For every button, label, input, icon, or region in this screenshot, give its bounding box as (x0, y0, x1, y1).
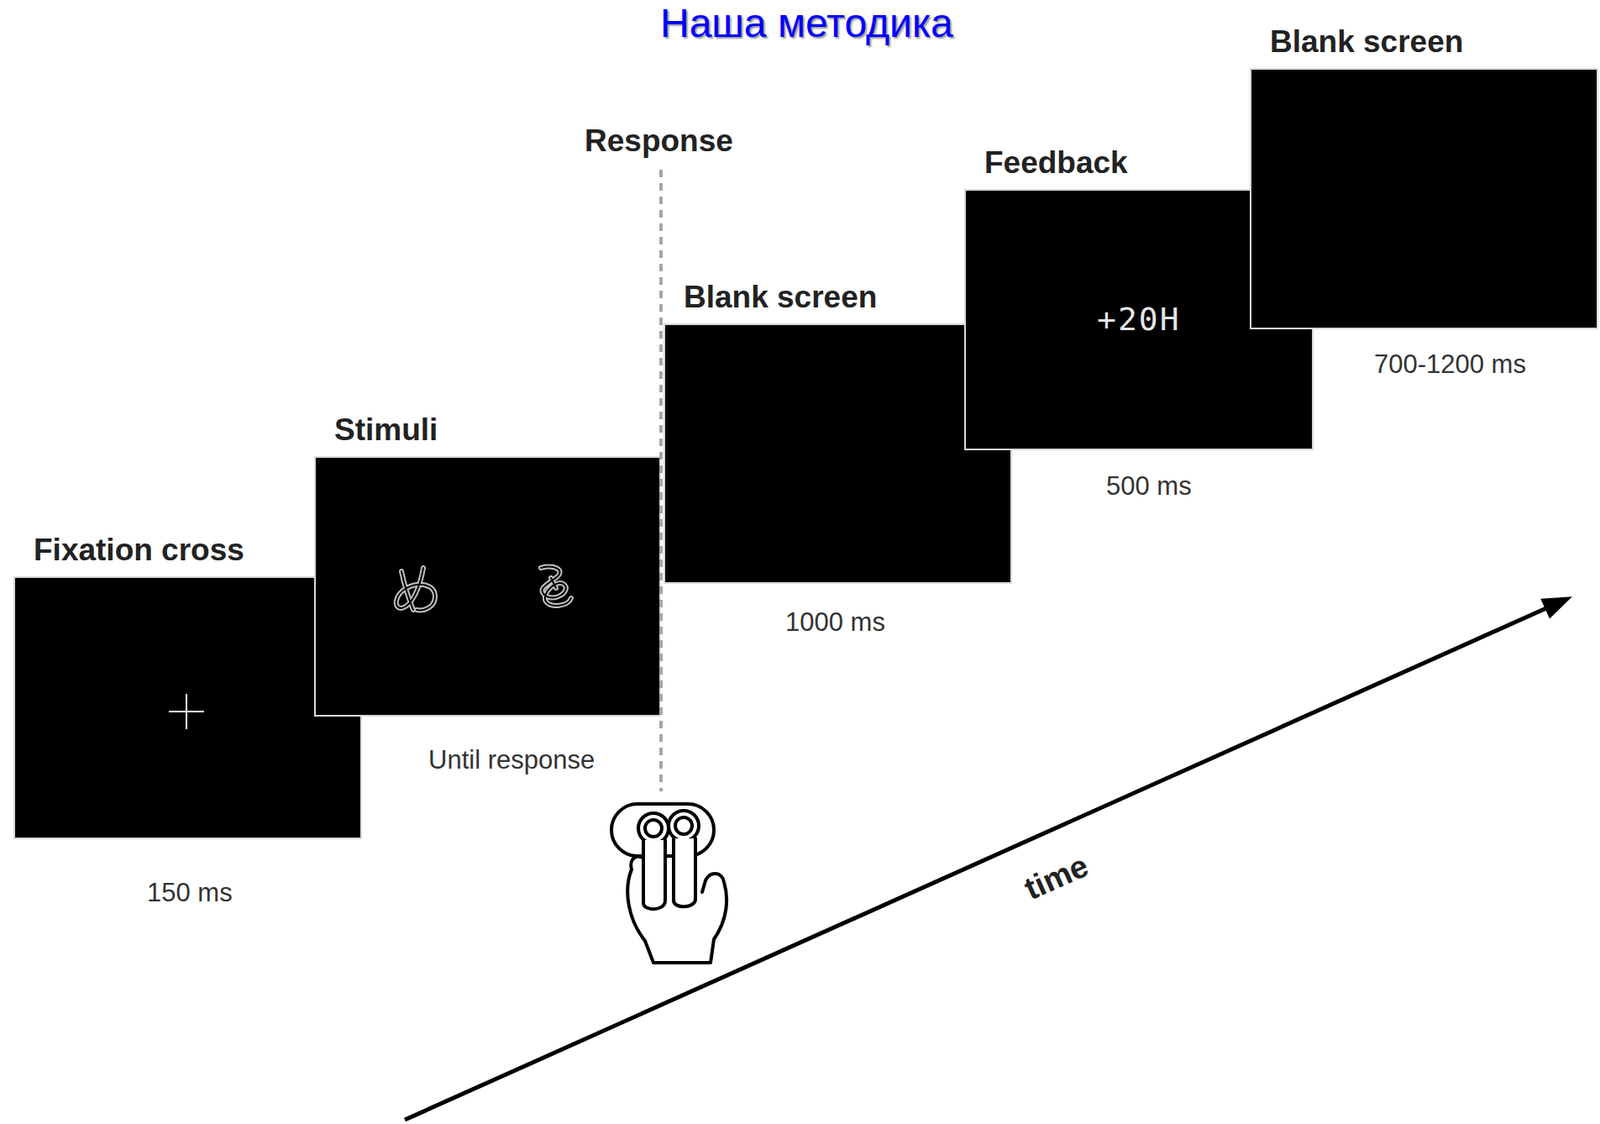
screen-heading: Feedback (984, 146, 1128, 181)
screen-heading: Fixation cross (33, 533, 245, 568)
hand-icon (611, 803, 727, 963)
duration-label: Until response (428, 745, 595, 775)
screen-heading: Blank screen (683, 280, 877, 315)
stimulus-screen: StimuliUntil response (314, 456, 661, 717)
time-arrowhead (1542, 598, 1570, 617)
event-label: Response (584, 124, 734, 159)
fixation-screen: Fixation cross150 ms (13, 576, 362, 840)
duration-label: 1000 ms (785, 608, 886, 637)
page-title: Наша методика (660, 1, 954, 47)
screen-heading: Stimuli (334, 413, 438, 448)
duration-label: 500 ms (1106, 472, 1192, 501)
screen-heading: Blank screen (1269, 25, 1464, 60)
duration-label: 150 ms (146, 878, 233, 908)
feedback-value: +20H (1096, 302, 1181, 338)
axis-label: time (1019, 848, 1094, 908)
blank-screen: Blank screen1000 ms (663, 323, 1013, 584)
blank-screen: Blank screen700-1200 ms (1249, 68, 1599, 330)
duration-label: 700-1200 ms (1374, 350, 1527, 379)
